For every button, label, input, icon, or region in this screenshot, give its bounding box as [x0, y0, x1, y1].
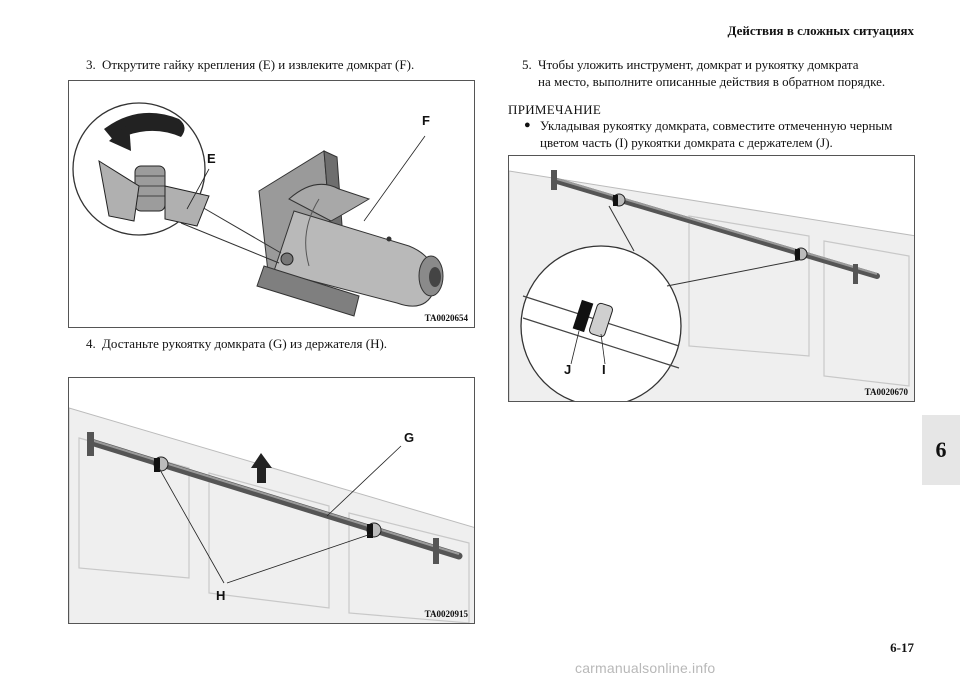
step-5: 5. Чтобы уложить инструмент, домкрат и ру…	[522, 56, 922, 90]
step-text-line1: Чтобы уложить инструмент, домкрат и руко…	[538, 57, 859, 72]
label-J: J	[564, 362, 572, 377]
page-header-title: Действия в сложных ситуациях	[727, 23, 914, 38]
label-F: F	[422, 113, 430, 128]
step-number: 3.	[86, 57, 96, 72]
label-G: G	[404, 430, 415, 445]
figure-code: TA0020670	[864, 387, 908, 397]
label-E: E	[207, 151, 216, 166]
chapter-tab: 6	[922, 415, 960, 485]
step-text: Достаньте рукоятку домкрата (G) из держа…	[102, 336, 388, 351]
jack-illustration	[72, 102, 444, 317]
label-I: I	[602, 362, 606, 377]
alignment-illustration	[509, 170, 914, 401]
figure-handle-alignment: J I TA0020670	[508, 155, 915, 402]
figure-jack-removal: E F TA0020654	[68, 80, 475, 328]
step-text-line2: на место, выполните описанные действия в…	[538, 74, 886, 89]
note-heading: ПРИМЕЧАНИЕ	[508, 102, 602, 117]
watermark-text: carmanualsonline.info	[575, 660, 716, 676]
figure-jack-handle: G H TA0020915	[68, 377, 475, 624]
step-number: 5.	[522, 57, 532, 72]
note-item: ● Укладывая рукоятку домкрата, совместит…	[524, 117, 924, 151]
note-line1: Укладывая рукоятку домкрата, совместите …	[540, 118, 893, 133]
page-number: 6-17	[890, 640, 914, 655]
figure-code: TA0020654	[424, 313, 468, 323]
step-3: 3. Открутите гайку крепления (E) и извлек…	[86, 56, 414, 73]
bullet-icon: ●	[524, 119, 531, 131]
figure-code: TA0020915	[424, 609, 468, 619]
step-text: Открутите гайку крепления (E) и извлекит…	[102, 57, 415, 72]
step-number: 4.	[86, 336, 96, 351]
step-4: 4. Достаньте рукоятку домкрата (G) из дер…	[86, 335, 387, 352]
jack-handle-illustration	[69, 407, 474, 623]
label-H: H	[216, 588, 226, 603]
note-line2: цветом часть (I) рукоятки домкрата с дер…	[540, 135, 833, 150]
